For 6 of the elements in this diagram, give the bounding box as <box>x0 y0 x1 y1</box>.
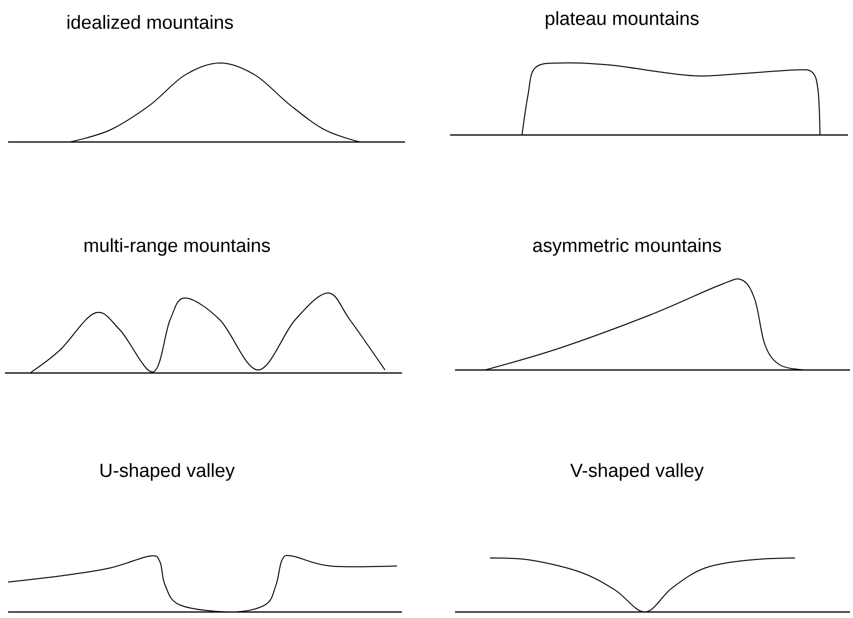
panel-title: multi-range mountains <box>84 238 270 256</box>
panel-title: plateau mountains <box>546 11 699 29</box>
panel-title: idealized mountains <box>68 15 233 29</box>
panel-title: V-shaped valley <box>570 463 704 481</box>
panel-title: U-shaped valley <box>100 463 235 481</box>
panel-title: asymmetric mountains <box>533 238 721 256</box>
